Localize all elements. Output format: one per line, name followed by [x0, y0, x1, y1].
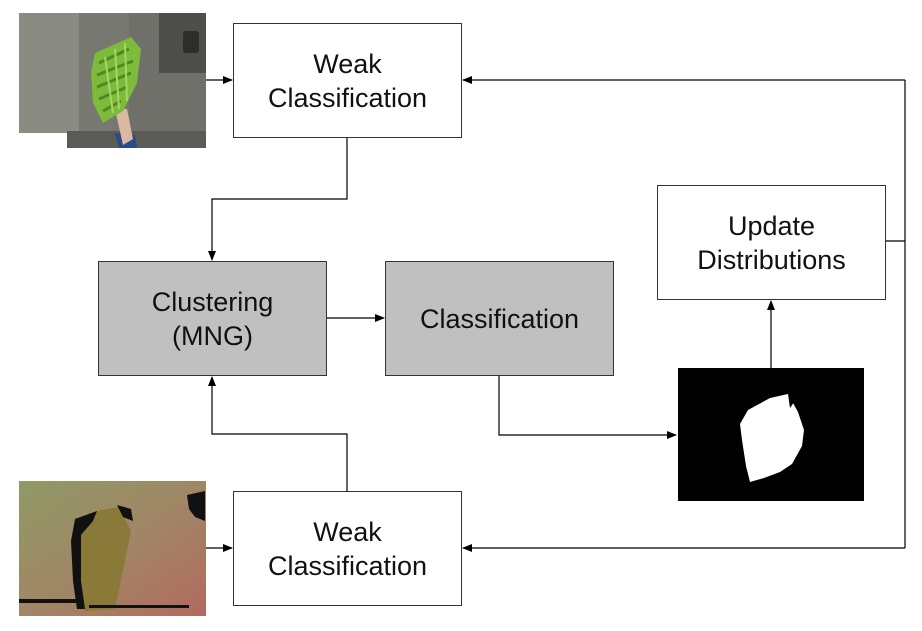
- weak-top-line1: Weak: [313, 48, 382, 79]
- clustering-line1: Clustering: [151, 286, 274, 317]
- segmentation-mask-image: [678, 368, 864, 501]
- arrow-weak-bottom-to-clustering: [208, 376, 348, 491]
- clustering-box: Clustering (MNG): [98, 261, 327, 376]
- rgb-input-image: [19, 13, 206, 148]
- update-line1: Update: [727, 210, 816, 241]
- classification-label: Classification: [419, 303, 580, 334]
- arrow-weak-top-to-clustering: [208, 138, 348, 261]
- weak-bottom-line2: Classification: [267, 550, 428, 581]
- update-line2: Distributions: [697, 244, 846, 275]
- depth-input-image: [19, 481, 206, 616]
- weak-classification-bottom-box: Weak Classification: [233, 491, 462, 606]
- arrow-classification-to-mask: [498, 376, 677, 439]
- update-distributions-box: Update Distributions: [657, 185, 886, 300]
- weak-classification-top-box: Weak Classification: [233, 23, 462, 138]
- weak-bottom-line1: Weak: [313, 516, 382, 547]
- clustering-line2: (MNG): [172, 320, 253, 351]
- classification-box: Classification: [385, 261, 614, 376]
- weak-top-line2: Classification: [267, 82, 428, 113]
